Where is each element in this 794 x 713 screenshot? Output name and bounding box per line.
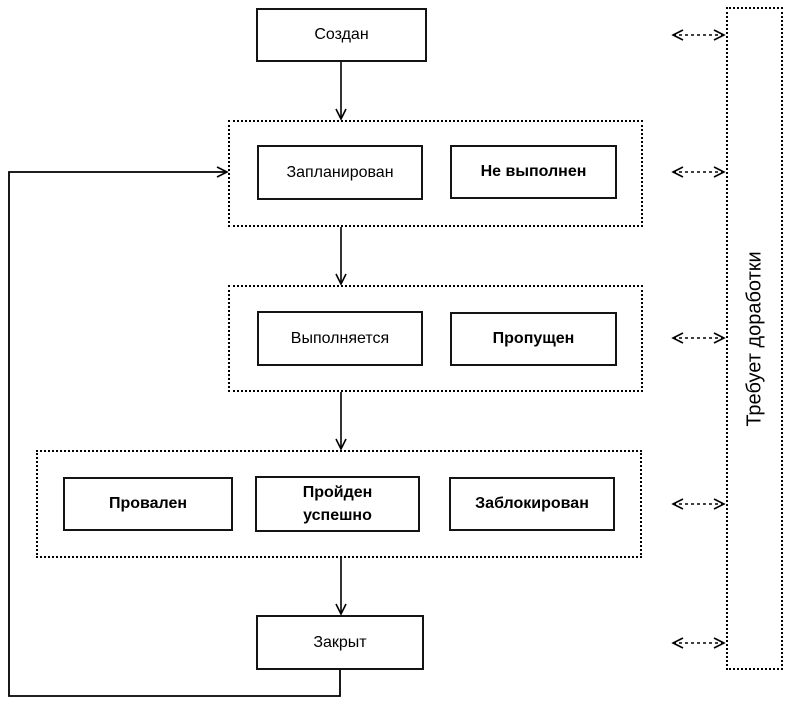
state-blocked-label: Заблокирован xyxy=(475,495,589,513)
state-created: Создан xyxy=(256,8,427,62)
rework-panel-label: Требует доработки xyxy=(743,250,766,427)
state-created-label: Создан xyxy=(314,26,369,44)
state-failed: Провален xyxy=(63,477,233,531)
state-in-progress: Выполняется xyxy=(257,311,423,366)
state-closed-label: Закрыт xyxy=(313,633,367,651)
state-blocked: Заблокирован xyxy=(449,477,615,531)
state-not-executed-label: Не выполнен xyxy=(480,163,587,181)
rework-panel: Требует доработки xyxy=(726,7,783,670)
state-skipped: Пропущен xyxy=(450,312,617,366)
state-closed: Закрыт xyxy=(256,615,424,670)
state-not-executed: Не выполнен xyxy=(450,145,617,199)
state-planned-label: Запланирован xyxy=(286,163,394,181)
state-skipped-label: Пропущен xyxy=(492,330,575,348)
state-planned: Запланирован xyxy=(257,145,423,200)
state-in-progress-label: Выполняется xyxy=(290,329,390,347)
state-passed-successfully: Пройден успешно xyxy=(255,476,420,532)
state-passed-successfully-label: Пройден успешно xyxy=(302,483,373,524)
state-failed-label: Провален xyxy=(108,495,188,513)
